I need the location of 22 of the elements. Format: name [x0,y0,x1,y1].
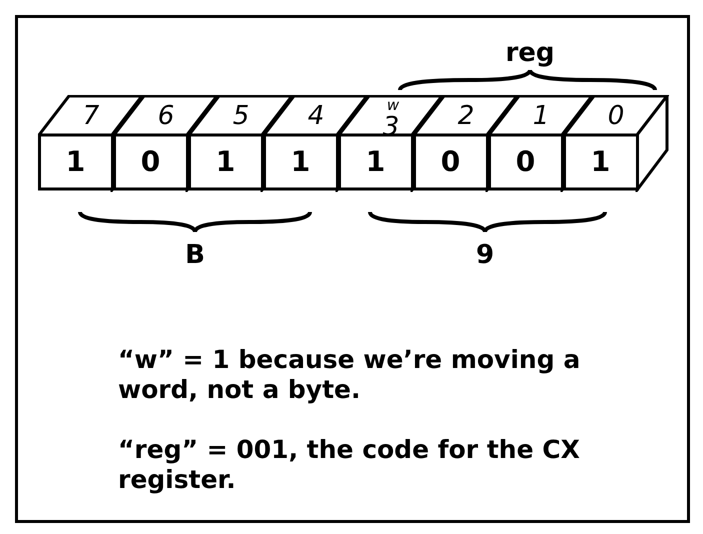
bit-value: 1 [214,145,236,179]
bit-value: 0 [140,145,162,179]
bit-value: 0 [514,145,536,179]
bit-number: 0 [606,102,626,130]
hex-digit: B [184,240,206,270]
bit-value: 0 [440,145,462,179]
note-text: “reg” = 001, the code for the CX register. [118,435,581,495]
bit-number: 7 [82,102,100,130]
field-letter: w [386,98,400,112]
bit-number: 2 [456,102,476,130]
bit-number: 6 [156,102,176,130]
field-name: reg [504,38,556,68]
bit-cube [563,95,668,190]
bit-value: 1 [590,145,612,179]
bit-value: 1 [64,145,86,179]
bit-number: 4 [306,102,326,130]
hex-digit: 9 [474,240,496,270]
bit-number: 1 [532,102,550,130]
bit-value: 1 [364,145,386,179]
bit-number: 5 [232,102,250,130]
note-text: “w” = 1 because we’re moving a word, not a byte. [118,345,582,405]
bit-value: 1 [290,145,312,179]
